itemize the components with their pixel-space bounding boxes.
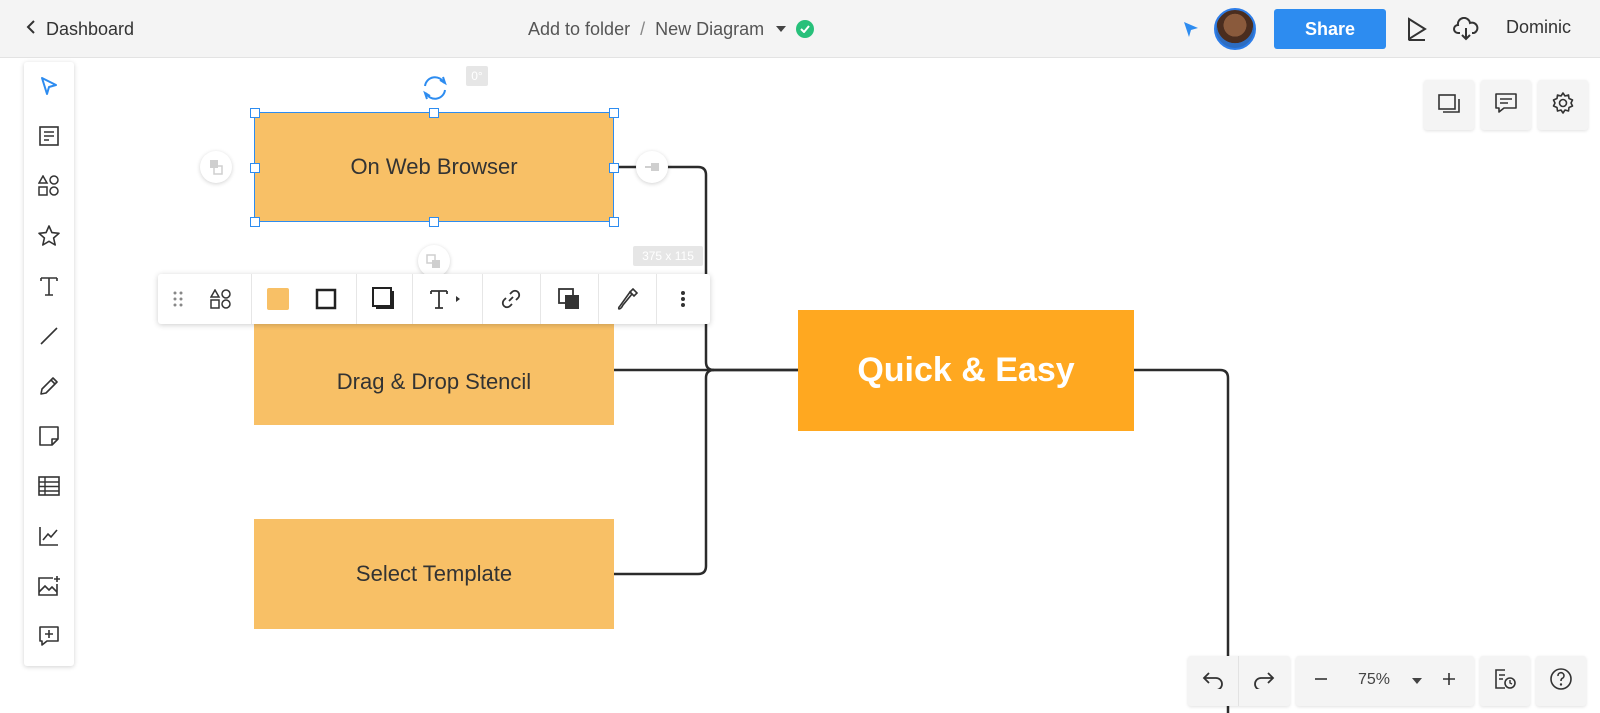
redo-button[interactable] xyxy=(1239,656,1289,706)
zoom-in-button[interactable] xyxy=(1424,656,1474,706)
image-add-icon[interactable] xyxy=(24,566,74,606)
format-toolbar xyxy=(158,274,710,324)
caret-down-icon[interactable] xyxy=(776,26,787,32)
undo-button[interactable] xyxy=(1188,656,1238,706)
format-painter-icon[interactable] xyxy=(600,274,654,324)
shape-label: Select Template xyxy=(355,561,513,586)
resize-handle-nw[interactable] xyxy=(250,108,260,118)
shape-quick-easy[interactable]: Quick & Easy xyxy=(798,310,1134,431)
cursor-pointer-icon[interactable] xyxy=(1180,18,1202,40)
history-icon xyxy=(1493,667,1517,696)
link-icon[interactable] xyxy=(484,274,538,324)
arrange-layers-icon[interactable] xyxy=(542,274,596,324)
settings-panel-button[interactable] xyxy=(1538,80,1588,130)
history-group xyxy=(1480,656,1530,706)
resize-handle-w[interactable] xyxy=(250,163,260,173)
cloud-download-icon[interactable] xyxy=(1452,16,1480,42)
text-tool-icon[interactable] xyxy=(24,266,74,306)
resize-handle-se[interactable] xyxy=(609,217,619,227)
left-toolbar xyxy=(24,62,74,666)
undo-icon xyxy=(1202,669,1224,694)
rotate-icon[interactable] xyxy=(420,74,450,102)
rotation-badge: 0° xyxy=(466,66,488,86)
resize-handle-n[interactable] xyxy=(429,108,439,118)
breadcrumb: Add to folder / New Diagram xyxy=(528,17,815,41)
border-style-icon[interactable] xyxy=(302,274,350,324)
help-button[interactable] xyxy=(1536,656,1586,706)
resize-handle-s[interactable] xyxy=(429,217,439,227)
zoom-level[interactable]: 75% xyxy=(1358,671,1391,688)
zoom-dropdown-caret-icon[interactable] xyxy=(1412,678,1422,684)
chart-icon[interactable] xyxy=(24,516,74,556)
connector-handle-icon[interactable] xyxy=(636,151,668,183)
avatar[interactable] xyxy=(1214,8,1256,50)
gear-icon xyxy=(1551,91,1575,120)
shape-label: On Web Browser xyxy=(350,154,518,179)
minus-icon xyxy=(1314,672,1328,691)
templates-icon[interactable] xyxy=(24,116,74,156)
play-icon[interactable] xyxy=(1404,16,1430,42)
resize-handle-ne[interactable] xyxy=(609,108,619,118)
star-icon[interactable] xyxy=(24,216,74,256)
shape-label: Drag & Drop Stencil xyxy=(336,368,532,394)
shape-select-template[interactable]: Select Template xyxy=(254,519,614,629)
table-icon[interactable] xyxy=(24,466,74,506)
line-tool-icon[interactable] xyxy=(24,316,74,356)
back-label: Dashboard xyxy=(46,18,135,39)
duplicate-left-icon[interactable] xyxy=(200,151,232,183)
add-comment-icon[interactable] xyxy=(24,616,74,656)
sticky-note-icon[interactable] xyxy=(24,416,74,456)
breadcrumb-separator: / xyxy=(640,18,646,39)
shapes-icon[interactable] xyxy=(198,274,244,324)
saved-check-icon xyxy=(796,20,815,38)
fill-color-button[interactable] xyxy=(254,274,302,324)
shape-on-web-browser[interactable]: On Web Browser xyxy=(254,112,614,222)
add-to-folder-link[interactable]: Add to folder xyxy=(528,18,631,39)
chevron-left-icon xyxy=(26,19,36,39)
zoom-out-button[interactable] xyxy=(1296,656,1346,706)
pages-panel-button[interactable] xyxy=(1424,80,1474,130)
shapes-library-icon[interactable] xyxy=(24,166,74,206)
duplicate-below-icon[interactable] xyxy=(418,245,450,277)
shadow-icon[interactable] xyxy=(358,274,410,324)
version-history-button[interactable] xyxy=(1480,656,1530,706)
share-button[interactable]: Share xyxy=(1274,9,1386,49)
plus-icon xyxy=(1442,672,1456,691)
text-format-icon[interactable] xyxy=(414,274,480,324)
comment-icon xyxy=(1494,92,1518,119)
shape-label: Quick & Easy xyxy=(857,351,1075,389)
undo-redo-group xyxy=(1188,656,1290,706)
help-icon xyxy=(1549,667,1573,696)
select-tool-icon[interactable] xyxy=(24,66,74,106)
back-to-dashboard-button[interactable]: Dashboard xyxy=(26,17,134,41)
more-options-icon[interactable] xyxy=(658,274,708,324)
resize-handle-e[interactable] xyxy=(609,163,619,173)
pencil-icon[interactable] xyxy=(24,366,74,406)
zoom-controls: 75% xyxy=(1296,656,1474,706)
resize-handle-sw[interactable] xyxy=(250,217,260,227)
drag-handle-icon[interactable] xyxy=(160,274,196,324)
pages-icon xyxy=(1437,92,1461,119)
diagram-title[interactable]: New Diagram xyxy=(655,18,765,39)
shape-drag-drop-stencil[interactable]: Drag & Drop Stencil xyxy=(254,316,614,425)
top-bar: Dashboard Add to folder / New Diagram Sh… xyxy=(0,0,1600,58)
size-badge: 375 x 115 xyxy=(633,246,703,266)
redo-icon xyxy=(1253,669,1275,694)
user-name[interactable]: Dominic xyxy=(1506,17,1572,37)
help-group xyxy=(1536,656,1586,706)
comments-panel-button[interactable] xyxy=(1481,80,1531,130)
